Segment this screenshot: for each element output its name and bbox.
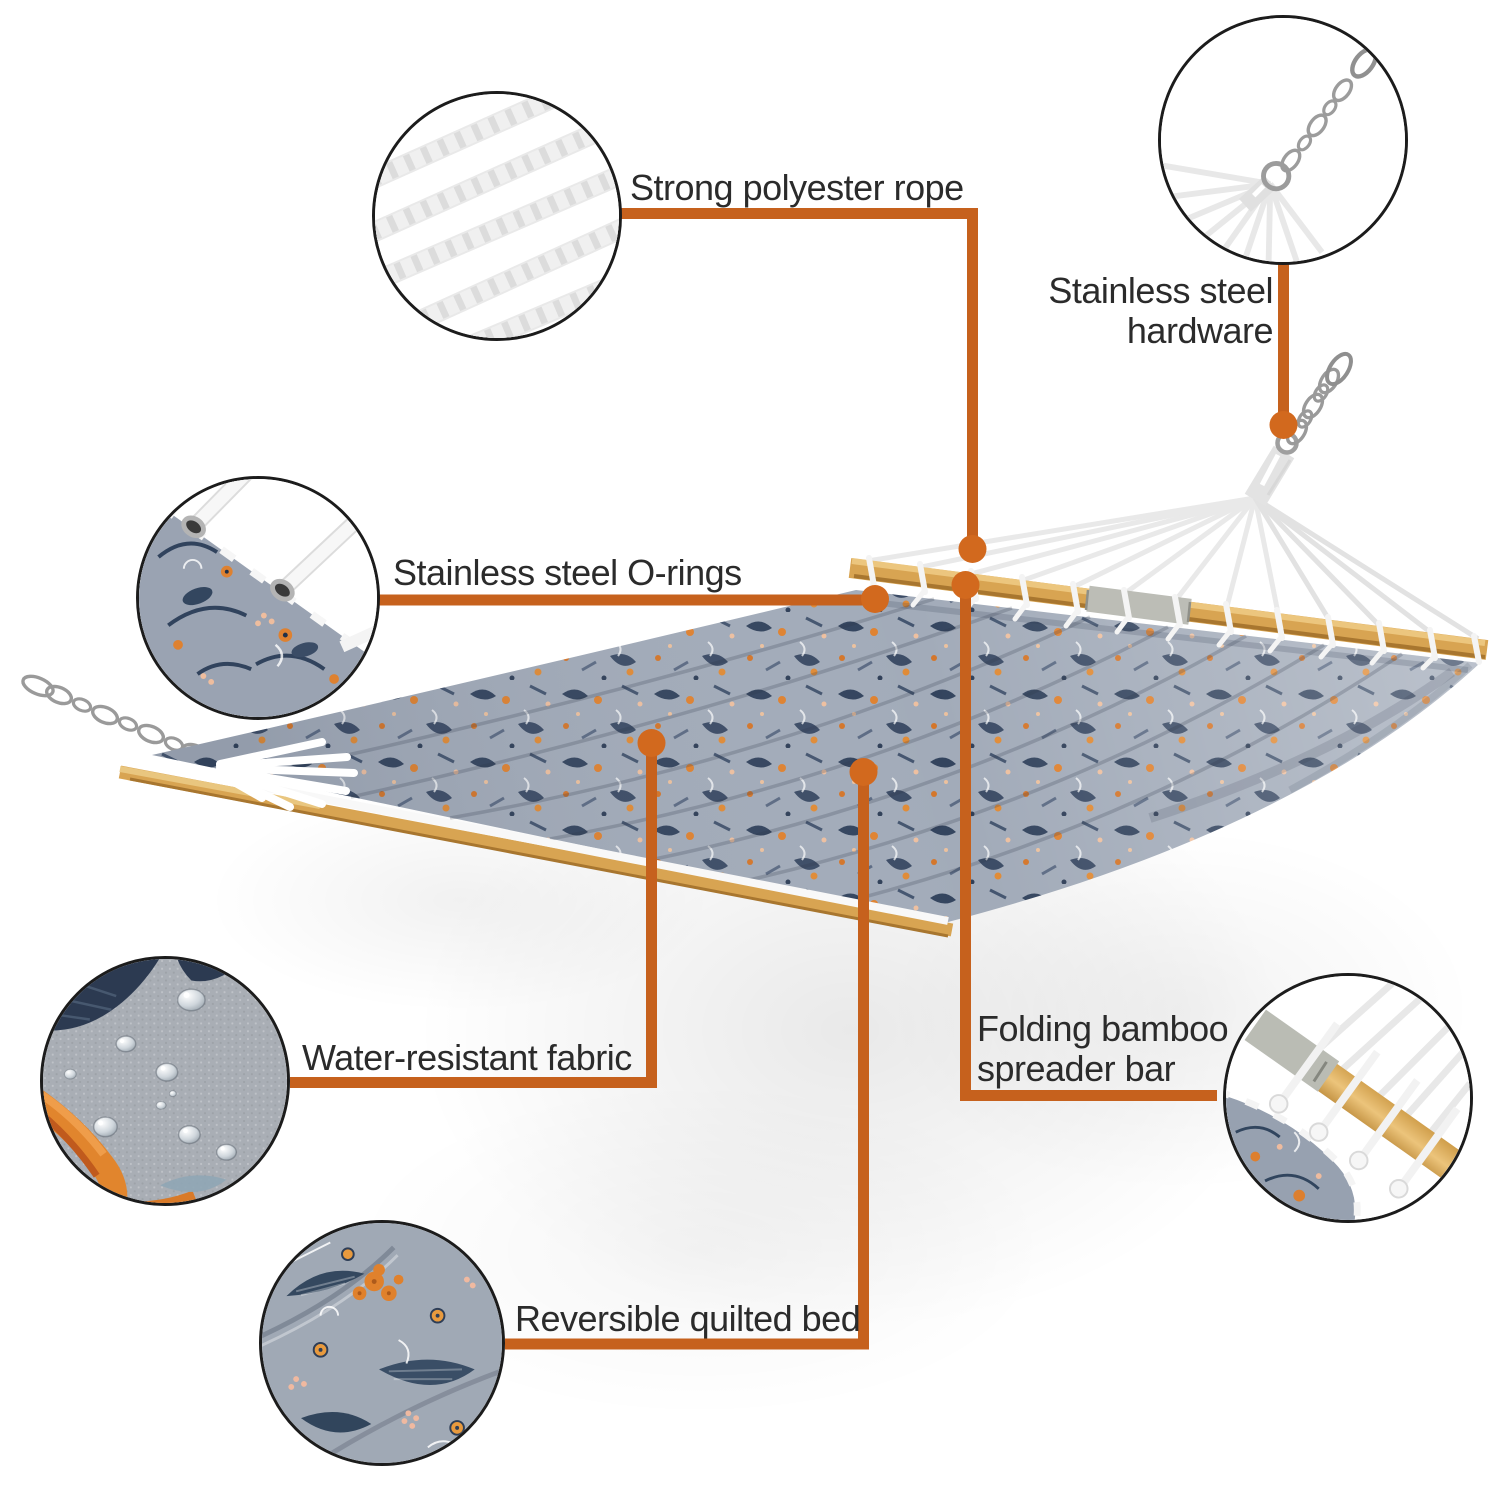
small-flowers bbox=[312, 1247, 465, 1436]
spreader-label-line2: spreader bar bbox=[977, 1048, 1176, 1089]
rope-trim bbox=[231, 777, 949, 925]
spreader-label-line1: Folding bamboo bbox=[977, 1008, 1229, 1049]
hardware-label-line1: Stainless steel bbox=[1048, 270, 1273, 311]
carabiner-hook bbox=[1325, 351, 1353, 387]
floral-print bbox=[281, 1241, 476, 1449]
threaded-ropes bbox=[1277, 1021, 1461, 1190]
water-detail-circle bbox=[40, 956, 290, 1206]
orings-connector-dot bbox=[861, 585, 889, 613]
rope-detail-circle bbox=[372, 91, 622, 341]
folding-hinge-sleeve bbox=[1086, 585, 1192, 625]
hardware-connector-dot bbox=[1269, 411, 1298, 439]
rope-fan bbox=[869, 495, 1480, 641]
water-connector-line bbox=[290, 743, 657, 1088]
orings-detail-circle bbox=[136, 476, 380, 720]
hardware-label-line2: hardware bbox=[1126, 310, 1274, 351]
rope-knots bbox=[1268, 1094, 1409, 1199]
steel-ring-icon bbox=[1261, 160, 1292, 192]
spreader-connector-line bbox=[960, 585, 1217, 1101]
spreader-connector-dot bbox=[951, 571, 980, 599]
orings-label: Stainless steel O-rings bbox=[393, 552, 742, 593]
callout-dots bbox=[637, 411, 1298, 786]
hardware-detail-circle bbox=[1158, 15, 1408, 265]
water-label: Water-resistant fabric bbox=[302, 1037, 632, 1078]
quilted-detail-circle bbox=[259, 1220, 505, 1466]
spreader-label: Folding bamboo spreader bar bbox=[977, 1008, 1229, 1089]
rope-connector-line bbox=[618, 208, 978, 549]
o-ring-icon bbox=[181, 515, 206, 539]
rope-label: Strong polyester rope bbox=[630, 167, 964, 208]
callout-connectors bbox=[290, 208, 1289, 1350]
quilted-connector-line bbox=[505, 772, 869, 1350]
rope-starburst bbox=[216, 738, 358, 811]
quilted-connector-dot bbox=[849, 758, 878, 786]
grommets-and-ropes bbox=[181, 479, 377, 653]
quilt-seams bbox=[250, 597, 1403, 903]
right-hardware bbox=[1244, 351, 1353, 507]
fabric-corner bbox=[139, 490, 377, 717]
quilted-label: Reversible quilted bed bbox=[515, 1298, 861, 1339]
water-connector-dot bbox=[637, 729, 666, 757]
hinge-sleeve-detail bbox=[1244, 1009, 1340, 1092]
water-droplets bbox=[63, 988, 237, 1161]
rope-connector-dot bbox=[958, 535, 987, 563]
quilted-bed bbox=[152, 590, 1480, 922]
left-spreader-bar bbox=[118, 738, 954, 938]
o-ring-icon bbox=[270, 578, 295, 602]
hardware-label: Stainless steel hardware bbox=[973, 271, 1273, 351]
spreader-detail-circle bbox=[1223, 973, 1473, 1223]
